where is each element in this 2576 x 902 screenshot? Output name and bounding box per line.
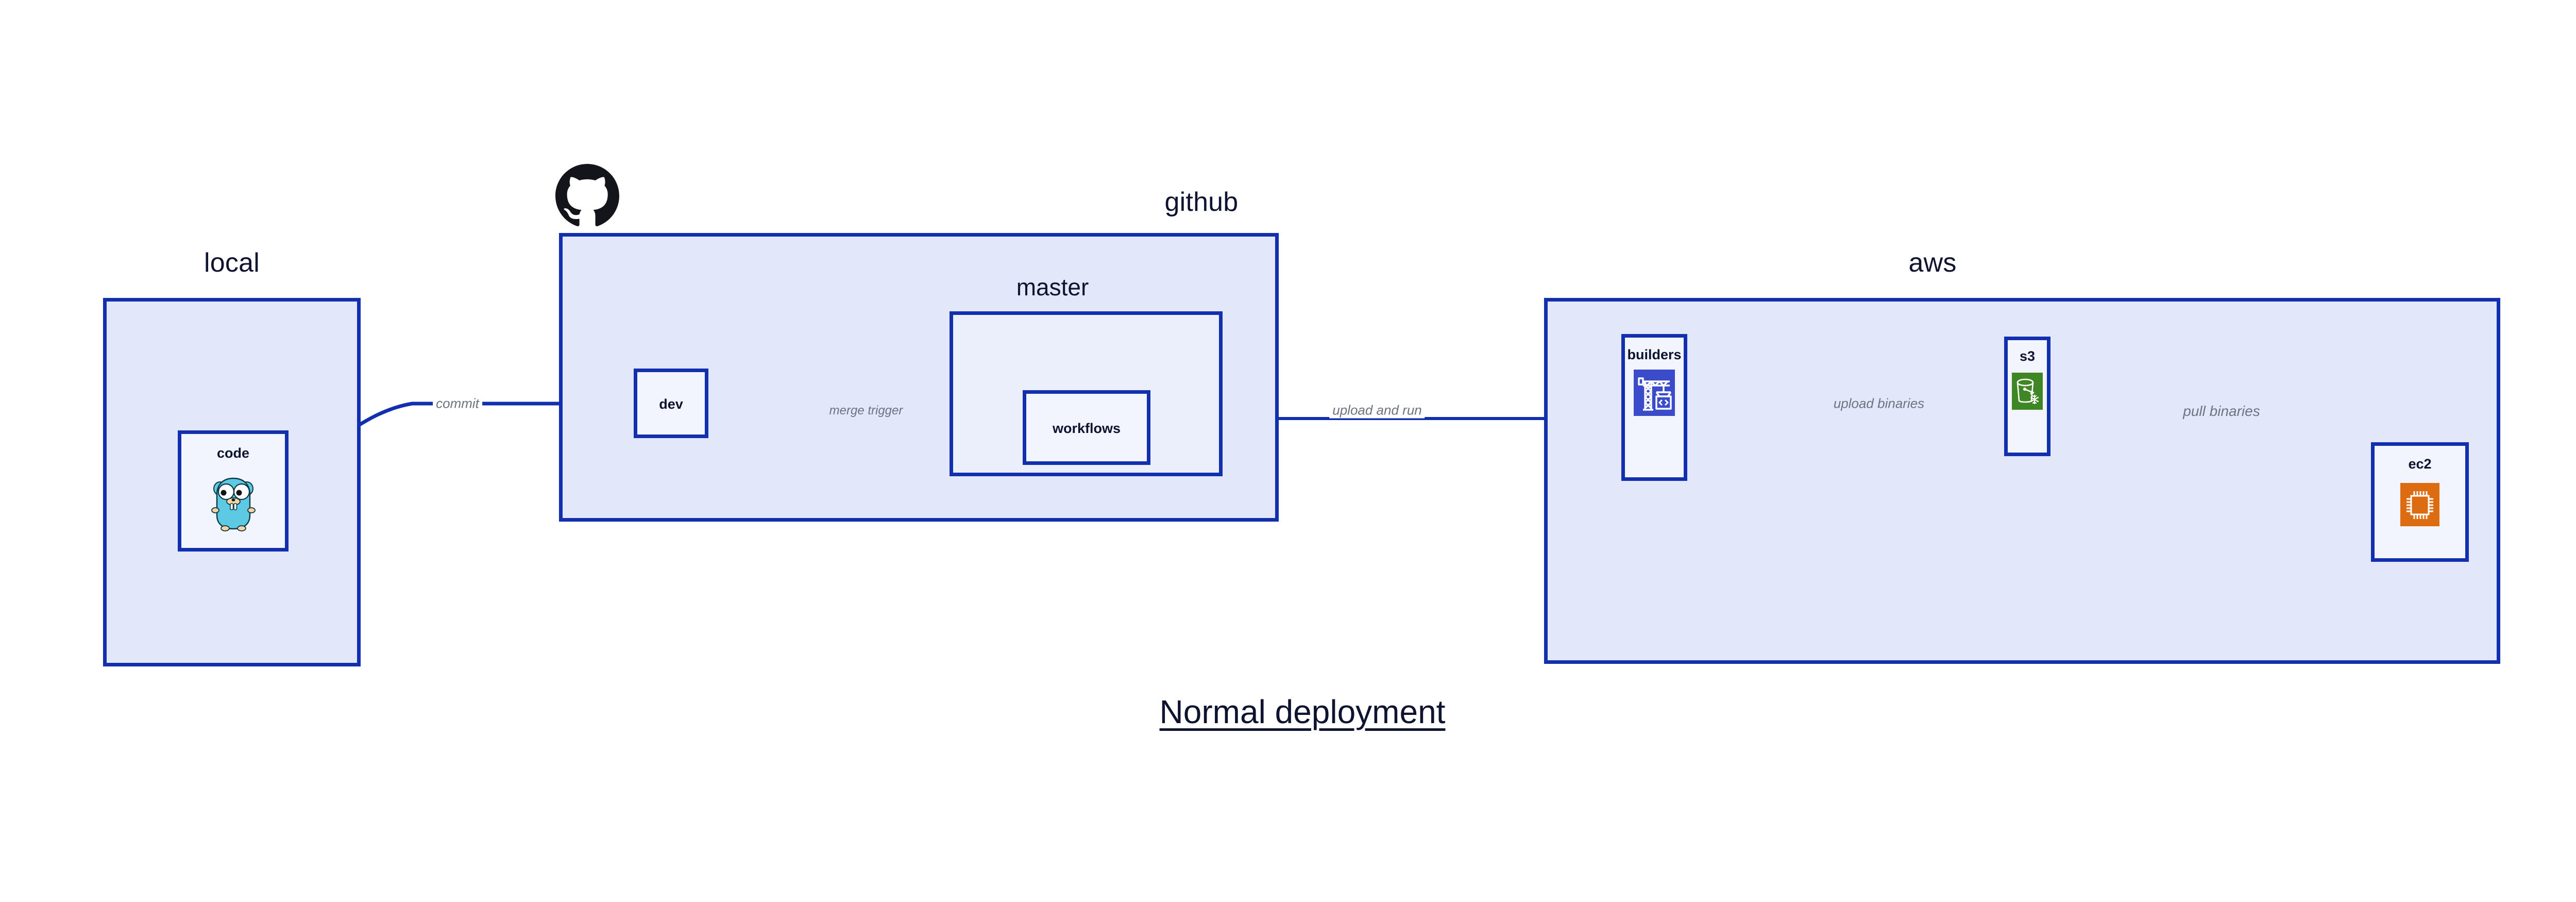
go-gopher-icon [209, 474, 258, 532]
cpu-chip-icon [2400, 483, 2439, 526]
node-workflows-label: workflows [1052, 421, 1121, 436]
node-code-label: code [216, 445, 250, 461]
node-code[interactable]: code [178, 430, 289, 552]
group-title-github: github [1164, 187, 1239, 217]
github-octocat-icon [555, 164, 619, 228]
group-local[interactable] [103, 298, 361, 666]
node-builders[interactable]: builders [1621, 334, 1687, 481]
node-dev[interactable]: dev [634, 369, 708, 438]
node-builders-label: builders [1627, 347, 1682, 362]
node-ec2[interactable]: ec2 [2371, 442, 2469, 562]
node-s3-label: s3 [2019, 348, 2036, 364]
edge-label-upload-and-run: upload and run [1329, 402, 1425, 419]
crane-code-icon [1634, 370, 1675, 416]
s3-glacier-icon [2012, 373, 2043, 410]
node-workflows[interactable]: workflows [1023, 390, 1150, 465]
edge-label-upload-binaries: upload binaries [1830, 395, 1928, 412]
node-dev-label: dev [659, 396, 683, 412]
node-ec2-label: ec2 [2408, 456, 2432, 472]
page-title: Normal deployment [1159, 693, 1446, 730]
edge-label-commit: commit [433, 395, 482, 412]
group-title-local: local [204, 248, 260, 278]
node-s3[interactable]: s3 [2004, 337, 2050, 456]
group-title-aws: aws [1908, 248, 1957, 278]
subgroup-title-master: master [1016, 274, 1089, 300]
edge-label-pull-binaries: pull binaries [2180, 403, 2263, 420]
edge-label-merge-trigger: merge trigger [826, 404, 906, 418]
